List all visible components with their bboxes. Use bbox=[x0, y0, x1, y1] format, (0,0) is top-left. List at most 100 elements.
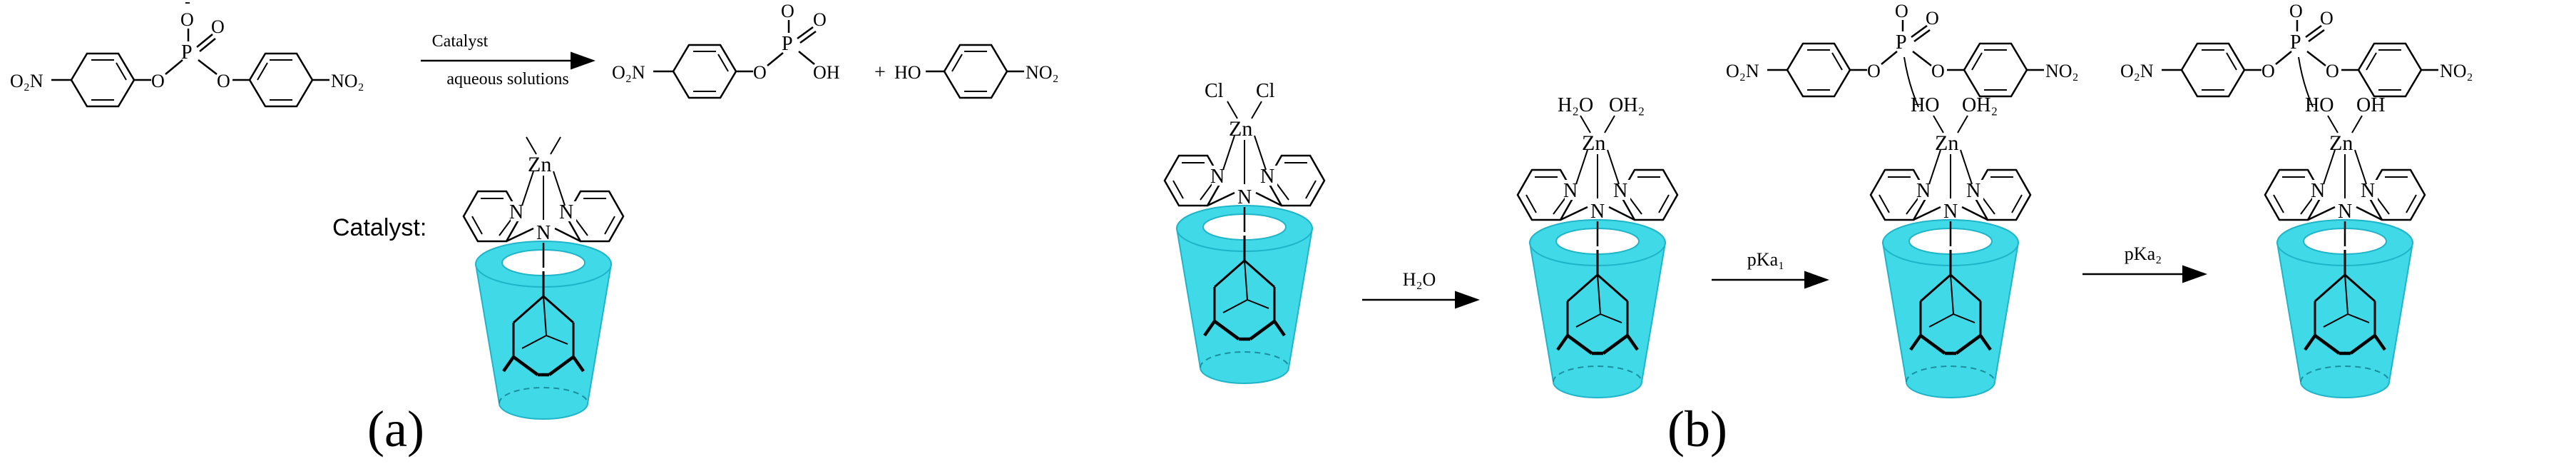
benzene-ring bbox=[70, 52, 136, 108]
adamantane bbox=[1203, 236, 1286, 341]
reactant-o-right: O bbox=[217, 71, 230, 91]
benzene-ring bbox=[248, 52, 314, 108]
product2-ho: HO bbox=[894, 62, 921, 83]
reactant-minus: - bbox=[185, 0, 190, 11]
pyridine-n-left: N bbox=[1210, 166, 1225, 188]
phos-o-right: O bbox=[2326, 61, 2339, 81]
benzene-ring bbox=[2180, 42, 2246, 98]
benzene-ring bbox=[1786, 42, 1851, 98]
phos-no2: NO₂ bbox=[2045, 61, 2079, 81]
cyclodextrin-cup bbox=[1175, 205, 1314, 384]
amine-n: N bbox=[1237, 186, 1252, 208]
adamantane bbox=[1556, 250, 1639, 355]
product2-no2: NO₂ bbox=[1026, 62, 1059, 83]
benzene-ring bbox=[2357, 42, 2423, 98]
arrow-pka2: pKa₂ bbox=[2082, 243, 2207, 283]
phos-p: P bbox=[2290, 31, 2301, 54]
arrow-label-pka2: pKa₂ bbox=[2125, 243, 2162, 264]
pyridine-n-left: N bbox=[509, 201, 523, 223]
product-nitrophenol: HO NO₂ bbox=[894, 44, 1059, 99]
cyclodextrin-cup bbox=[474, 241, 613, 420]
benzene-ring bbox=[672, 44, 737, 99]
amine-n: N bbox=[1590, 201, 1605, 223]
phos-o-double: O bbox=[1926, 8, 1939, 29]
pyridine-n-right: N bbox=[2361, 180, 2375, 202]
ligand-left: Cl bbox=[1205, 80, 1224, 102]
product1-o2n: O₂N bbox=[612, 62, 645, 83]
phos-p: P bbox=[1896, 31, 1907, 54]
arrow-label-catalyst: Catalyst bbox=[432, 32, 489, 51]
amine-n: N bbox=[2338, 201, 2352, 223]
benzene-ring bbox=[943, 44, 1008, 99]
pyridine-n-left: N bbox=[1563, 180, 1578, 202]
cyclodextrin-cup bbox=[1528, 219, 1667, 398]
catalyst-label: Catalyst: bbox=[332, 214, 426, 241]
panel-label-b: (b) bbox=[1667, 400, 1727, 458]
amine-n: N bbox=[536, 222, 551, 244]
ligand-left: H₂O bbox=[1558, 94, 1593, 116]
adamantane bbox=[2304, 250, 2386, 355]
phos-o-left: O bbox=[2261, 61, 2275, 81]
ligand-right: OH₂ bbox=[1962, 94, 1998, 116]
phos-o-minus: O bbox=[1895, 1, 1908, 21]
arrow-pka1: pKa₁ bbox=[1712, 249, 1829, 289]
amine-n: N bbox=[1943, 201, 1958, 223]
zinc-center: Zn bbox=[1582, 131, 1605, 155]
reactant-bnpp: O₂N O P O - O O bbox=[10, 0, 364, 108]
reactant-no2: NO₂ bbox=[331, 71, 364, 91]
product-npp: O₂N O P O O OH bbox=[612, 1, 840, 99]
zinc-center: Zn bbox=[1229, 117, 1252, 141]
pyridine-n-right: N bbox=[559, 201, 573, 223]
phos-o-left: O bbox=[1867, 61, 1881, 81]
phos-o-right: O bbox=[1931, 61, 1945, 81]
pyridine-n-right: N bbox=[1260, 166, 1274, 188]
phos-o2n: O₂N bbox=[1726, 61, 1759, 81]
reactant-o-double: O bbox=[211, 16, 225, 37]
arrow-label-aqueous: aqueous solutions bbox=[446, 70, 568, 89]
product1-o-minus: O bbox=[781, 1, 794, 21]
reaction-arrow: Catalyst aqueous solutions bbox=[421, 32, 596, 89]
product1-p: P bbox=[782, 33, 793, 55]
phos-o2n: O₂N bbox=[2120, 61, 2154, 81]
pyridine-n-left: N bbox=[1916, 180, 1931, 202]
adamantane bbox=[502, 271, 585, 377]
panel-a: O₂N O P O - O O bbox=[10, 0, 1059, 458]
phos-o-minus: O bbox=[2289, 1, 2303, 21]
phos-o-double: O bbox=[2320, 8, 2334, 29]
cyclodextrin-cup bbox=[2276, 219, 2414, 398]
zinc-center: Zn bbox=[1935, 131, 1958, 155]
phos-no2: NO₂ bbox=[2440, 61, 2473, 81]
plus-sign: + bbox=[874, 61, 886, 84]
arrow-label-h2o: H₂O bbox=[1403, 269, 1436, 290]
pyridine-n-right: N bbox=[1966, 180, 1980, 202]
zinc-center: Zn bbox=[2329, 131, 2353, 155]
reactant-o2n: O₂N bbox=[10, 71, 44, 91]
arrow-label-pka1: pKa₁ bbox=[1747, 249, 1784, 270]
product1-oh: OH bbox=[813, 62, 840, 83]
phos-minus: - bbox=[2294, 0, 2299, 6]
panel-label-a: (a) bbox=[367, 400, 424, 458]
cyclodextrin-cup bbox=[1881, 219, 2020, 398]
reactant-o-left: O bbox=[151, 71, 165, 91]
reactant-p: P bbox=[181, 41, 193, 64]
product1-o-double: O bbox=[813, 9, 827, 30]
reactant-o-minus: O bbox=[180, 9, 194, 30]
ligand-right: OH bbox=[2356, 94, 2385, 116]
ligand-right: Cl bbox=[1256, 80, 1275, 102]
pyridine-n-right: N bbox=[1613, 180, 1627, 202]
zinc-center: Zn bbox=[528, 153, 551, 176]
benzene-ring bbox=[1963, 42, 2028, 98]
ligand-right: OH₂ bbox=[1609, 94, 1645, 116]
product1-o-bridge: O bbox=[753, 62, 767, 83]
arrow-hydration: H₂O bbox=[1362, 269, 1480, 309]
